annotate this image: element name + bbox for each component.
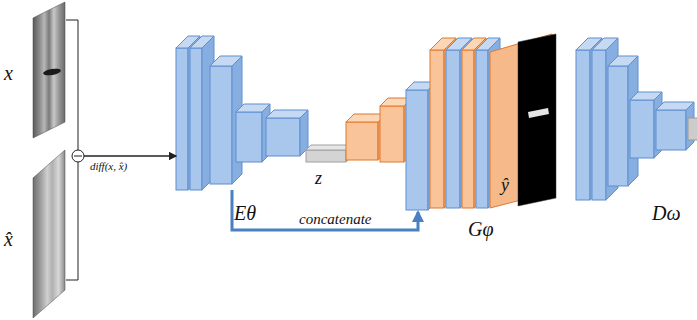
encoder-node: Eθ <box>176 30 306 190</box>
image-label-node: x <box>4 0 66 140</box>
node-label: Gφ <box>468 218 494 240</box>
input-image <box>33 2 65 138</box>
latent-node: z <box>305 145 347 167</box>
subtract-symbol <box>72 150 84 162</box>
generator-node: Gφ <box>345 30 495 212</box>
node-label: x <box>4 62 13 84</box>
mask-blob <box>528 108 549 118</box>
node-label: x̂ <box>4 228 13 250</box>
image-label-node: x̂ <box>4 150 66 320</box>
output-bar <box>688 118 697 140</box>
node-label: z <box>315 169 322 189</box>
node-label: Eθ <box>234 202 256 224</box>
discriminator-layers <box>576 38 694 200</box>
edge-label: concatenate <box>297 211 373 228</box>
node-label: Dω <box>652 202 681 224</box>
connector-arrow <box>66 20 176 156</box>
reconstructed-image <box>33 150 65 318</box>
output-node: ŷ <box>518 38 556 206</box>
connector-arrow <box>66 156 176 280</box>
latent-bar <box>306 145 351 162</box>
discriminator-node: Dω <box>574 30 697 200</box>
output-mask <box>518 34 556 206</box>
annotation-label: diff(x, x̂) <box>88 160 129 172</box>
defect-spot <box>43 67 62 76</box>
subtract-symbol <box>74 156 82 157</box>
encoder-layers <box>176 36 308 190</box>
node-label: ŷ <box>501 176 509 196</box>
connector-arrow <box>232 190 418 230</box>
